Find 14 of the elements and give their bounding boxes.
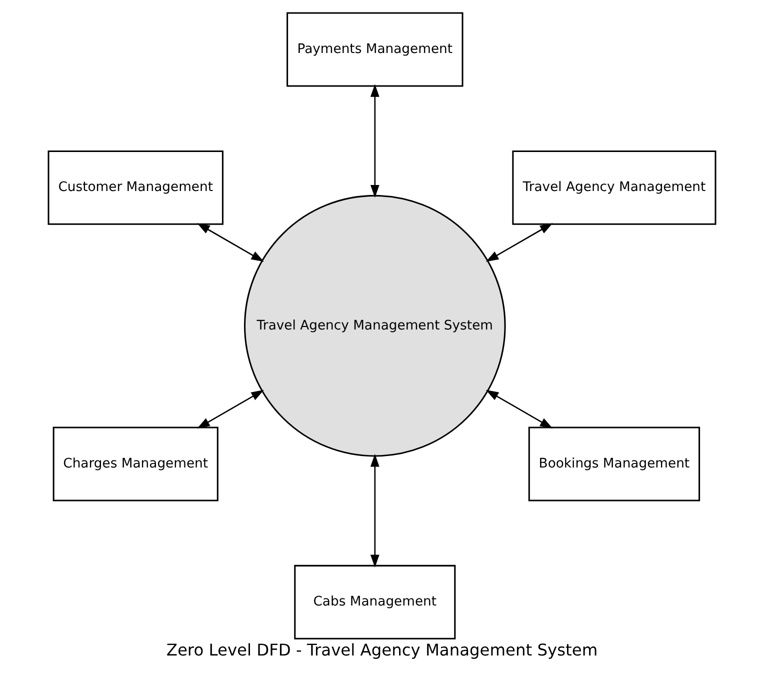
arrow (370, 453, 380, 567)
node-box: Travel Agency Management (512, 150, 716, 224)
arrow (197, 222, 264, 262)
arrow (486, 389, 553, 428)
arrow (486, 222, 553, 262)
node-box: Charges Management (52, 426, 218, 501)
node-box: Cabs Management (294, 564, 456, 639)
diagram-title: Zero Level DFD - Travel Agency Management System (166, 640, 598, 660)
node-circle: Travel Agency Management System (244, 194, 506, 456)
node-box: Customer Management (48, 150, 224, 224)
arrow (197, 389, 264, 428)
node-box: Bookings Management (528, 426, 700, 501)
arrow (370, 84, 380, 198)
node-box: Payments Management (286, 12, 464, 86)
